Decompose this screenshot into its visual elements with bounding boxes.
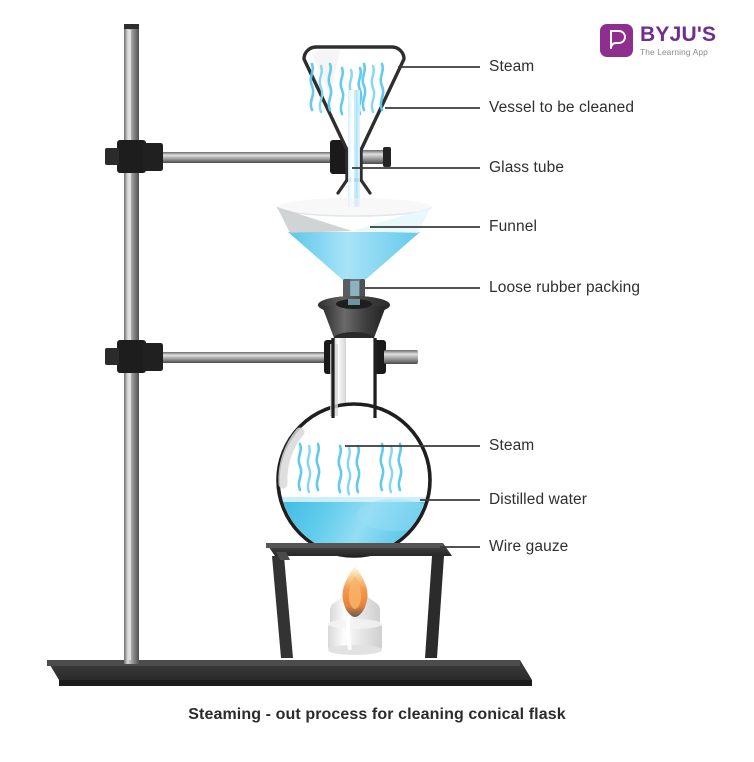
label-steam-top: Steam xyxy=(489,58,535,75)
label-vessel-to-be-cleaned: Vessel to be cleaned xyxy=(489,99,635,116)
label-funnel: Funnel xyxy=(489,218,537,235)
leader-lines xyxy=(345,66,480,548)
stand-base xyxy=(47,660,532,686)
label-steam-flask: Steam xyxy=(489,437,535,454)
flame xyxy=(342,566,368,617)
funnel xyxy=(276,198,432,303)
logo-tagline: The Learning App xyxy=(640,46,708,57)
byjus-b-icon xyxy=(600,23,633,57)
byjus-logo: BYJU'S The Learning App xyxy=(600,18,740,62)
label-loose-rubber-packing: Loose rubber packing xyxy=(489,279,641,296)
distilled-water xyxy=(280,497,428,554)
label-glass-tube: Glass tube xyxy=(489,159,565,176)
logo-name: BYJU'S xyxy=(640,22,717,46)
label-wire-gauze: Wire gauze xyxy=(489,538,569,555)
label-distilled-water: Distilled water xyxy=(489,491,587,508)
tripod-stand xyxy=(266,543,452,658)
rubber-stopper xyxy=(318,296,390,344)
diagram-caption: Steaming - out process for cleaning coni… xyxy=(188,706,566,723)
